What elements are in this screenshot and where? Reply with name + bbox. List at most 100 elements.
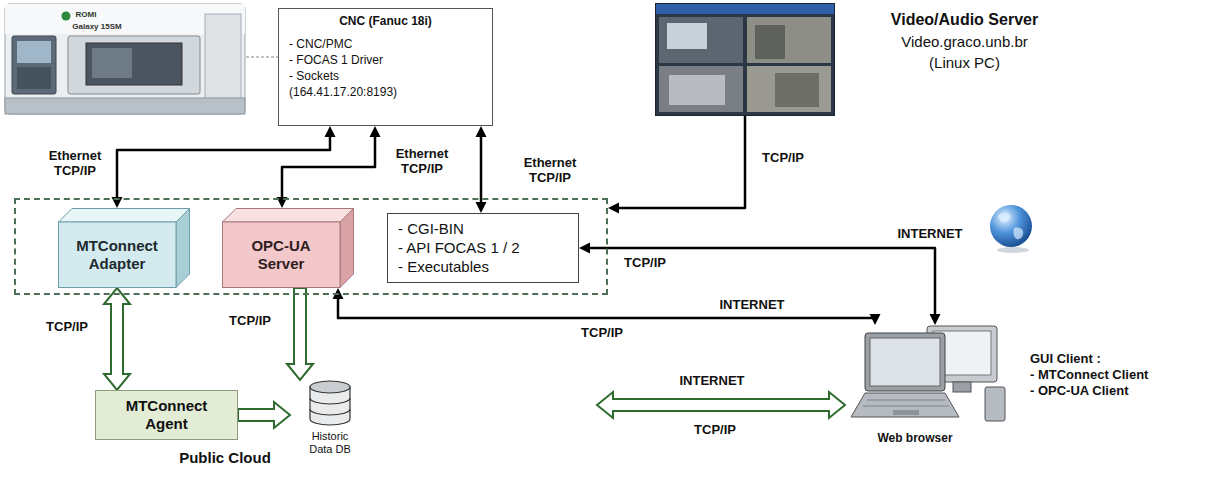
network-link xyxy=(579,243,941,326)
cube-top xyxy=(59,209,190,223)
cube-front xyxy=(223,222,341,288)
shape xyxy=(953,382,971,392)
video-server: Video/Audio ServerVideo.graco.unb.br(Lin… xyxy=(655,3,1065,116)
node-title: Web browser xyxy=(845,431,985,445)
hollow-arrow xyxy=(104,288,130,390)
shape xyxy=(865,333,945,391)
cube-top xyxy=(223,209,354,223)
hollow-arrow xyxy=(238,402,290,428)
link-line xyxy=(617,116,745,208)
data-flow-arrow xyxy=(287,288,313,380)
web-browser: Web browser xyxy=(845,325,1010,447)
computer-icon xyxy=(845,325,1010,425)
node-item: - API FOCAS 1 / 2 xyxy=(398,238,568,257)
video-screenshot xyxy=(655,3,835,116)
link-label: TCP/IP xyxy=(227,313,273,328)
shape xyxy=(775,73,819,107)
brand-logo: ROMI xyxy=(76,10,97,19)
shape xyxy=(863,406,949,407)
hollow-arrow xyxy=(287,288,313,380)
text-area: Historic Data DB xyxy=(290,426,370,456)
shape xyxy=(867,400,945,401)
node-title: CNC (Fanuc 18i) xyxy=(289,14,482,28)
text-area: Web browser xyxy=(845,431,985,445)
link-line xyxy=(480,135,483,204)
cnc-controller-box: CNC (Fanuc 18i) - CNC/PMC- FOCAS 1 Driver… xyxy=(278,8,493,126)
model-name: Galaxy 15SM xyxy=(72,22,121,31)
protocol-label: TCP/IP xyxy=(622,256,668,271)
protocol-label: TCP/IP xyxy=(579,326,625,341)
shape xyxy=(985,387,1005,421)
link-label: TCP/IP xyxy=(44,319,90,334)
shape xyxy=(667,23,707,49)
shape xyxy=(893,410,919,415)
link-label: Ethernet TCP/IP xyxy=(394,146,451,176)
arrowhead xyxy=(476,126,487,137)
cube-front xyxy=(59,222,177,288)
hollow-arrow xyxy=(597,392,845,418)
shape xyxy=(659,17,743,63)
server-group: MTConnect AdapterOPC-UA Server- CGI-BIN-… xyxy=(14,198,608,295)
shape xyxy=(310,409,350,415)
data-flow-arrow xyxy=(104,288,130,390)
shape xyxy=(747,17,831,63)
client-item: - OPC-UA Client xyxy=(1030,384,1128,399)
network-link xyxy=(608,116,745,214)
shape xyxy=(659,66,743,112)
cube-side xyxy=(340,209,354,288)
node-item: - FOCAS 1 Driver xyxy=(289,52,482,68)
shape xyxy=(310,398,350,404)
node-item: - Executables xyxy=(398,257,568,276)
link-label: Ethernet TCP/IP xyxy=(47,148,104,178)
shape xyxy=(310,381,350,393)
arrowhead xyxy=(579,243,590,254)
node-subtitle: (Linux PC) xyxy=(867,52,1062,73)
server-cube: OPC-UA Server xyxy=(222,208,354,288)
link-label: INTERNET xyxy=(896,226,965,241)
node-subtitle: Video.graco.unb.br xyxy=(867,31,1062,52)
link-label: INTERNET xyxy=(718,297,787,312)
link-label: Ethernet TCP/IP xyxy=(522,155,579,185)
node-item: - CNC/PMC xyxy=(289,36,482,52)
shape xyxy=(870,338,940,386)
text-area: Video/Audio ServerVideo.graco.unb.br(Lin… xyxy=(867,9,1062,73)
node-title: Public Cloud xyxy=(179,449,271,466)
text-area: Public Cloud xyxy=(179,449,271,466)
arrowhead xyxy=(476,202,487,213)
node-item: (164.41.17.20:8193) xyxy=(289,84,482,100)
globe-icon xyxy=(990,205,1032,253)
link-line xyxy=(338,297,875,318)
node-title: MTConnect Adapter xyxy=(70,237,164,273)
node-title: OPC-UA Server xyxy=(234,237,328,273)
protocol-label: TCP/IP xyxy=(692,423,738,438)
cnc-machine-picture xyxy=(5,4,278,114)
node-title: Historic Data DB xyxy=(302,430,358,456)
arrowhead xyxy=(608,203,619,214)
shape xyxy=(851,393,959,417)
arrowhead xyxy=(870,314,881,325)
link-line xyxy=(282,135,375,199)
client-item: - MTConnect Client xyxy=(1030,368,1148,383)
network-link xyxy=(277,126,381,208)
public-cloud: Public Cloud MTConnect AgentHistoric Data… xyxy=(38,336,603,490)
text-area: MTConnect Adapter xyxy=(58,222,176,288)
data-flow-arrow xyxy=(597,392,845,418)
adapter-cube: MTConnect Adapter xyxy=(58,208,190,288)
shape xyxy=(755,25,785,59)
database: Historic Data DB xyxy=(290,380,370,456)
arrowhead xyxy=(325,126,336,137)
data-flow-arrow xyxy=(238,402,290,428)
cloud-outline xyxy=(52,346,600,490)
node-title: Video/Audio Server xyxy=(867,9,1062,31)
text-area: OPC-UA Server xyxy=(222,222,340,288)
arrowhead xyxy=(930,314,941,325)
cube-side xyxy=(176,209,190,288)
node-item: - CGI-BIN xyxy=(398,219,568,238)
shape xyxy=(669,75,725,105)
link-label: TCP/IP xyxy=(760,150,806,165)
cgi-box: - CGI-BIN- API FOCAS 1 / 2- Executables xyxy=(387,213,579,283)
shape xyxy=(656,4,835,116)
client-heading: GUI Client : xyxy=(1030,352,1101,367)
agent-box: MTConnect Agent xyxy=(95,390,238,440)
